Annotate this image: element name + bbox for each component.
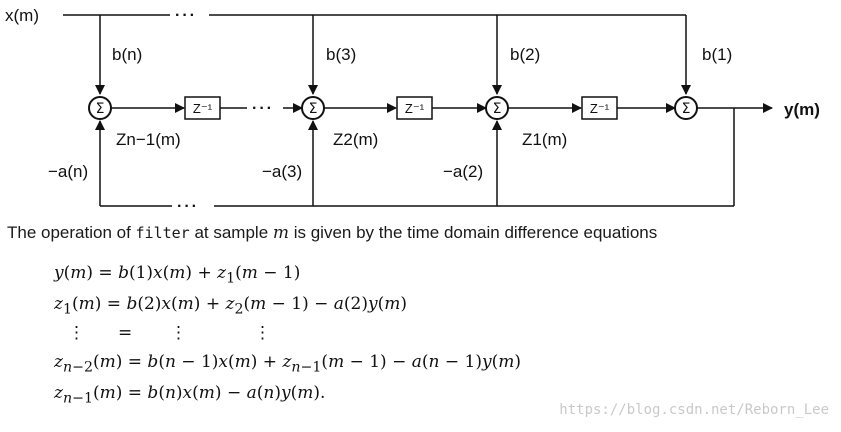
sigma-icon: Σ — [493, 101, 502, 117]
forward-path-ellipsis: ··· — [252, 100, 274, 117]
coefficient-minus-a-n: −a(n) — [48, 162, 88, 181]
sigma-icon: Σ — [309, 101, 318, 117]
summing-junction-n: Σ — [88, 96, 112, 120]
equation-z1: z1(m) = b(2)x(m) + z2(m − 1) − a(2)y(m) — [54, 293, 408, 317]
delay-icon: Z⁻¹ — [193, 101, 213, 116]
input-bus-ellipsis: ··· — [175, 7, 197, 24]
feedback-bus-ellipsis: ··· — [177, 198, 199, 215]
coefficient-b-1: b(1) — [702, 45, 732, 64]
coefficient-b-n: b(n) — [112, 45, 142, 64]
summing-junction-2: Σ — [485, 96, 509, 120]
unit-delay-block-1: Z⁻¹ — [184, 96, 221, 120]
input-label: x(m) — [5, 6, 39, 25]
state-z-1: Z1(m) — [522, 130, 567, 149]
summing-junction-3: Σ — [301, 96, 325, 120]
unit-delay-block-3: Z⁻¹ — [581, 96, 618, 120]
summing-junction-1: Σ — [674, 96, 698, 120]
intro-sentence: The operation of filter at sample m is g… — [7, 223, 657, 243]
filter-block-diagram: x(m) ··· b(n) b(3) b(2) b(1) Σ Σ Σ Σ — [5, 6, 820, 215]
feedforward-taps — [95, 15, 691, 95]
coefficient-minus-a-3: −a(3) — [262, 162, 302, 181]
vertical-dots: ⋮ — [254, 323, 271, 343]
sample-variable: m — [272, 223, 289, 243]
state-z-n-minus-1: Zn−1(m) — [116, 130, 181, 149]
feedback-taps — [95, 120, 502, 206]
difference-equations: y(m) = b(1)x(m) + z1(m − 1) z1(m) = b(2)… — [54, 258, 521, 408]
filter-code: filter — [135, 224, 190, 242]
coefficient-minus-a-2: −a(2) — [443, 162, 483, 181]
delay-icon: Z⁻¹ — [405, 101, 425, 116]
unit-delay-block-2: Z⁻¹ — [396, 96, 433, 120]
coefficient-b-3: b(3) — [326, 45, 356, 64]
feedback-bus — [100, 108, 735, 207]
equation-ellipsis-row: ⋮ = ⋮ ⋮ — [54, 319, 521, 347]
output-label: y(m) — [784, 100, 820, 119]
coefficient-b-2: b(2) — [510, 45, 540, 64]
vertical-dots: ⋮ — [68, 323, 85, 343]
delay-icon: Z⁻¹ — [590, 101, 610, 116]
sigma-icon: Σ — [682, 101, 691, 117]
equation-y: y(m) = b(1)x(m) + z1(m − 1) — [54, 263, 301, 287]
intro-suffix: is given by the time domain difference e… — [289, 223, 658, 242]
equals-sign: = — [118, 323, 133, 343]
vertical-dots: ⋮ — [170, 323, 187, 343]
equation-z-n-minus-1: zn−1(m) = b(n)x(m) − a(n)y(m). — [54, 382, 326, 406]
intro-middle: at sample — [189, 223, 273, 242]
intro-prefix: The operation of — [7, 223, 136, 242]
sigma-icon: Σ — [96, 101, 105, 117]
watermark: https://blog.csdn.net/Reborn_Lee — [559, 402, 829, 418]
equation-z-n-minus-2: zn−2(m) = b(n − 1)x(m) + zn−1(m − 1) − a… — [54, 352, 521, 376]
state-z-2: Z2(m) — [333, 130, 378, 149]
